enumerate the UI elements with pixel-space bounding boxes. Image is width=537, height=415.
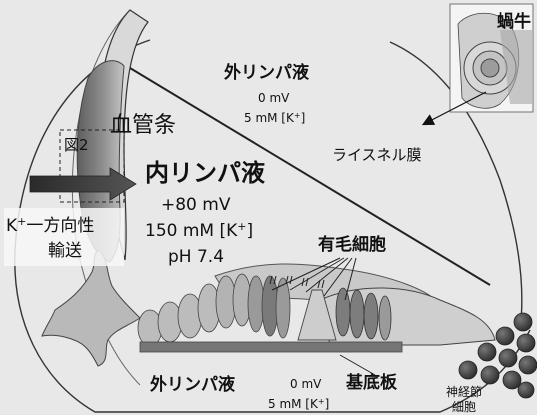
hair-cell-label: 有毛細胞 xyxy=(318,234,386,255)
outer-lymph-top-potential: 0 mV xyxy=(258,91,290,105)
figure-ref: 図2 xyxy=(64,136,89,154)
endolymph-potential: +80 mV xyxy=(161,195,231,215)
ganglion-label-line2: 細胞 xyxy=(452,400,476,414)
transport-line2: 輸送 xyxy=(48,241,82,261)
inset-label: 蝸牛 xyxy=(497,11,531,32)
outer-lymph-top-name: 外リンパ液 xyxy=(224,62,309,83)
stria-label: 血管条 xyxy=(110,113,176,138)
outer-lymph-bottom-name: 外リンパ液 xyxy=(150,374,235,395)
endolymph-ph: pH 7.4 xyxy=(168,247,224,267)
endolymph-name: 内リンパ液 xyxy=(145,159,265,187)
endolymph-potassium: 150 mM [K+] xyxy=(145,220,253,242)
reissner-label: ライスネル膜 xyxy=(332,146,422,164)
outer-lymph-bottom-potential: 0 mV xyxy=(290,377,322,391)
basilar-label: 基底板 xyxy=(345,372,398,393)
ganglion-label-line1: 神経節 xyxy=(446,384,482,399)
basilar-membrane xyxy=(140,342,402,352)
